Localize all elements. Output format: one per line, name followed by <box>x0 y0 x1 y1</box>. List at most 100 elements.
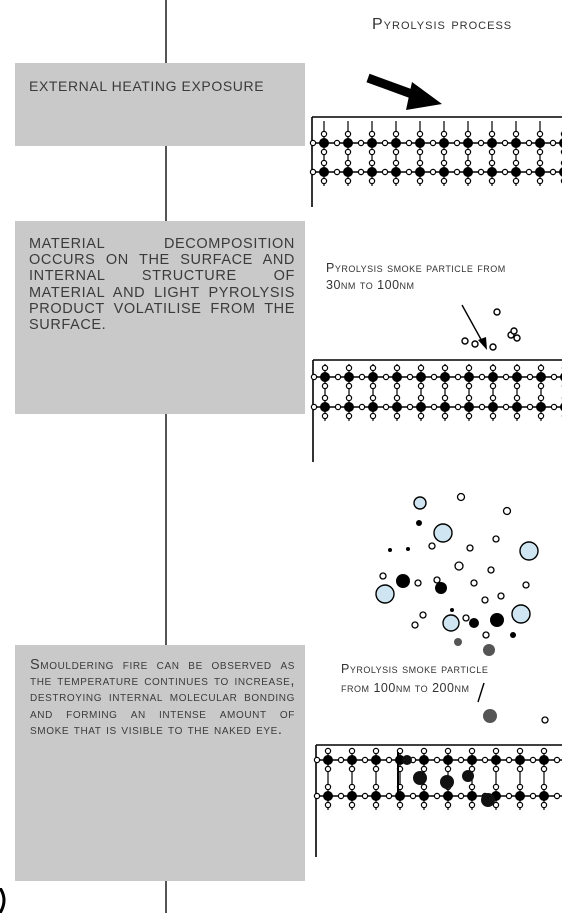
smoke-particle-large <box>442 614 460 632</box>
hydrogen-node <box>441 412 449 420</box>
hydrogen-node <box>372 747 380 755</box>
atom-node <box>319 138 329 148</box>
atom-node <box>367 167 377 177</box>
atom-node <box>368 402 378 412</box>
atom-node <box>320 402 330 412</box>
hydrogen-node <box>536 177 544 185</box>
hydrogen-node <box>489 394 497 402</box>
hydrogen-node <box>537 382 545 390</box>
hydrogen-node <box>357 168 365 176</box>
hydrogen-node <box>489 382 497 390</box>
stage-text-decomposition: Material decomposition occurs on the sur… <box>29 236 295 334</box>
hydrogen-node <box>321 382 329 390</box>
atom-node <box>463 167 473 177</box>
char-cluster <box>440 775 454 789</box>
smoke-particle <box>419 611 427 619</box>
atom-node <box>443 791 453 801</box>
hydrogen-node <box>368 177 376 185</box>
hydrogen-node <box>416 177 424 185</box>
hydrogen-node <box>478 373 486 381</box>
hydrogen-node <box>488 159 496 167</box>
hydrogen-node <box>492 783 500 791</box>
smoke-particle-grey <box>454 638 462 646</box>
smoke-particle-large <box>433 523 453 543</box>
hydrogen-node <box>501 168 509 176</box>
atom-node <box>439 167 449 177</box>
smoke-label-large-line2: from 100nm to 200nm <box>341 681 470 695</box>
atom-node <box>347 791 357 801</box>
hydrogen-node <box>525 139 533 147</box>
atom-node <box>464 402 474 412</box>
hydrogen-node <box>313 756 321 764</box>
smoke-particle <box>461 337 469 345</box>
smoke-particle-dark <box>388 548 392 552</box>
smoke-particle <box>489 343 497 351</box>
hydrogen-node <box>441 382 449 390</box>
atom-node <box>416 372 426 382</box>
atom-node <box>487 138 497 148</box>
hydrogen-node <box>313 792 321 800</box>
hydrogen-node <box>344 159 352 167</box>
atom-node <box>391 138 401 148</box>
heat-arrow-icon <box>366 73 442 110</box>
hydrogen-node <box>540 765 548 773</box>
hydrogen-node <box>526 373 534 381</box>
hydrogen-node <box>416 159 424 167</box>
hydrogen-node <box>488 148 496 156</box>
smoke-label-large-line1: Pyrolysis smoke particle <box>341 662 489 676</box>
hydrogen-node <box>440 159 448 167</box>
hydrogen-node <box>516 747 524 755</box>
smoke-particle-large <box>375 584 395 604</box>
atom-node <box>371 791 381 801</box>
hydrogen-node <box>310 403 318 411</box>
hydrogen-node <box>488 130 496 138</box>
hydrogen-node <box>334 373 342 381</box>
hydrogen-node <box>409 792 417 800</box>
stage-card-smouldering: Smouldering fire can be observed as the … <box>15 645 305 881</box>
hydrogen-node <box>464 148 472 156</box>
smoke-particle <box>510 327 518 335</box>
hydrogen-node <box>344 130 352 138</box>
smoke-particle <box>522 581 530 589</box>
hydrogen-node <box>417 394 425 402</box>
hydrogen-node <box>526 403 534 411</box>
atom-node <box>419 791 429 801</box>
smoke-particle-large <box>511 604 531 624</box>
hydrogen-node <box>392 130 400 138</box>
hydrogen-node <box>321 394 329 402</box>
hydrogen-node <box>536 159 544 167</box>
hydrogen-node <box>512 159 520 167</box>
hydrogen-node <box>429 139 437 147</box>
hydrogen-node <box>468 783 476 791</box>
smoke-particle <box>487 566 495 574</box>
hydrogen-node <box>406 403 414 411</box>
atom-node <box>511 167 521 177</box>
hydrogen-node <box>392 148 400 156</box>
smoke-particle <box>379 572 387 580</box>
smoke-particle-dark <box>510 632 516 638</box>
hydrogen-node <box>321 364 329 372</box>
atom-node <box>439 138 449 148</box>
hydrogen-node <box>320 159 328 167</box>
char-cluster <box>402 755 412 765</box>
smoke-particle <box>481 596 489 604</box>
hydrogen-node <box>361 792 369 800</box>
hydrogen-node <box>420 801 428 809</box>
atom-node <box>395 791 405 801</box>
smoke-particle <box>428 542 436 550</box>
hydrogen-node <box>513 364 521 372</box>
atom-node <box>488 372 498 382</box>
atom-node <box>323 755 333 765</box>
hydrogen-node <box>525 168 533 176</box>
hydrogen-node <box>372 765 380 773</box>
hydrogen-node <box>433 792 441 800</box>
atom-node <box>463 138 473 148</box>
hydrogen-node <box>405 139 413 147</box>
atom-node <box>344 372 354 382</box>
hydrogen-node <box>444 765 452 773</box>
hydrogen-node <box>361 756 369 764</box>
smoke-particle-dark <box>450 608 454 612</box>
hydrogen-node <box>553 792 561 800</box>
hydrogen-node <box>537 364 545 372</box>
hydrogen-node <box>492 801 500 809</box>
